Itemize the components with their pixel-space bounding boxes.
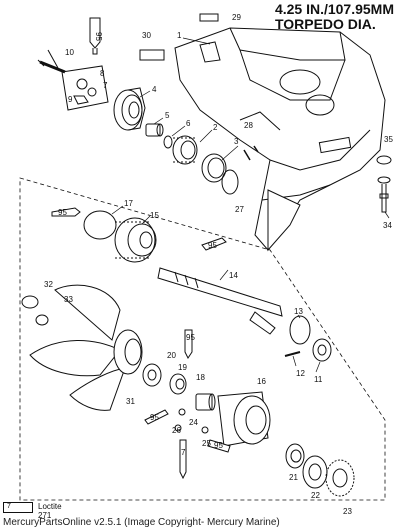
- skeg: [267, 189, 301, 252]
- callout-18: 18: [196, 373, 205, 382]
- callout-1: 1: [177, 31, 182, 40]
- propeller: [29, 284, 143, 411]
- part-3-bearing-race: [201, 153, 227, 183]
- tube-label-1: 95: [94, 32, 103, 41]
- part-21-seal: [285, 443, 305, 469]
- part-16-carrier: [217, 391, 271, 447]
- callout-20: 20: [167, 351, 176, 360]
- callout-24: 24: [189, 418, 198, 427]
- part-10-screw: [37, 49, 66, 74]
- part-23-tab-washer: [325, 459, 355, 497]
- part-13-o-ring: [289, 315, 311, 345]
- part-32-ring: [21, 295, 39, 309]
- callout-5: 5: [165, 111, 170, 120]
- part-27-o-ring: [221, 169, 239, 195]
- callout-31: 31: [126, 397, 135, 406]
- callout-2: 2: [213, 123, 218, 132]
- callout-numbers: 1 2 3 4 5 6 7 8 9 10 11 12 13 14 15 16 1…: [44, 13, 393, 516]
- part-26-ball: [174, 424, 182, 432]
- sealant-legend: 7 Loctite 271: [3, 502, 73, 520]
- part-15-gear: [114, 217, 157, 263]
- callout-13: 13: [294, 307, 303, 316]
- callout-32: 32: [44, 280, 53, 289]
- part-30-decal: [139, 49, 165, 61]
- tube-label-5: 95: [150, 413, 159, 422]
- callout-19: 19: [178, 363, 187, 372]
- tube-labels: 95 95 95 95 95 95 7: [58, 32, 223, 457]
- tube-label-7: 7: [181, 448, 186, 457]
- part-34-35-bolt: [376, 155, 392, 213]
- part-28-pin: [243, 145, 259, 161]
- callout-35: 35: [384, 135, 393, 144]
- callout-7: 7: [103, 81, 108, 90]
- callout-28: 28: [244, 121, 253, 130]
- callout-3: 3: [234, 137, 239, 146]
- legend-box-number: 7: [7, 503, 11, 510]
- part-29-plate: [199, 13, 219, 22]
- callout-4: 4: [152, 85, 157, 94]
- callout-9: 9: [68, 95, 73, 104]
- part-11-nut: [312, 338, 332, 362]
- part-14-shaft: [157, 267, 283, 335]
- callout-33: 33: [64, 295, 73, 304]
- callout-22: 22: [311, 491, 320, 500]
- part-4-carrier: [113, 87, 146, 131]
- callout-10: 10: [65, 48, 74, 57]
- part-19-20-bearing: [169, 373, 187, 395]
- callout-15: 15: [150, 211, 159, 220]
- legend-text: Loctite 271: [38, 502, 62, 520]
- title-line-2: TORPEDO DIA.: [274, 16, 376, 32]
- group-outline-dashed: [19, 177, 386, 501]
- callout-6: 6: [186, 119, 191, 128]
- callout-25: 25: [202, 439, 211, 448]
- callout-16: 16: [257, 377, 266, 386]
- part-5-bearing: [145, 123, 164, 137]
- callout-34: 34: [383, 221, 392, 230]
- tube-mid-95: [201, 237, 227, 251]
- tube-label-3: 95: [208, 241, 217, 250]
- leader-lines: [111, 37, 390, 373]
- tube-label-4: 95: [186, 333, 195, 342]
- tube-label-2: 95: [58, 208, 67, 217]
- callout-12: 12: [296, 369, 305, 378]
- tube-bottom-95: [207, 439, 231, 453]
- tube-top-left: [89, 17, 101, 55]
- copyright-footer: MercuryPartsOnline v2.5.1 (Image Copyrig…: [3, 517, 280, 528]
- callout-27: 27: [235, 205, 244, 214]
- part-6-ring: [163, 135, 173, 149]
- part-17-o-ring: [83, 210, 117, 240]
- parts-box-7-8-9: [61, 65, 109, 111]
- part-24-ball: [178, 408, 186, 416]
- legend-tube-box: 7: [3, 502, 33, 513]
- tube-label-6: 95: [214, 441, 223, 450]
- part-12-pin: [284, 351, 301, 357]
- tube-bottom-7: [179, 439, 187, 480]
- title-line-1: 4.25 IN./107.95MM: [274, 1, 394, 17]
- callout-17: 17: [124, 199, 133, 208]
- tube-left-95: [51, 207, 81, 217]
- callout-21: 21: [289, 473, 298, 482]
- tube-lower-95: [144, 409, 169, 425]
- callout-26: 26: [172, 426, 181, 435]
- callout-29: 29: [232, 13, 241, 22]
- part-25-ball: [201, 426, 209, 434]
- part-2-pinion-gear: [172, 135, 198, 165]
- part-18-bearing: [195, 393, 216, 411]
- part-22-washer: [302, 455, 328, 489]
- diagram-title: 4.25 IN./107.95MM TORPEDO DIA.: [275, 2, 394, 32]
- callout-11: 11: [314, 375, 323, 384]
- callout-8: 8: [100, 69, 105, 78]
- part-33-washer: [35, 314, 49, 326]
- callout-14: 14: [229, 271, 238, 280]
- callout-23: 23: [343, 507, 352, 516]
- callout-30: 30: [142, 31, 151, 40]
- part-31-washer: [142, 363, 162, 387]
- tube-upper-95: [184, 329, 193, 359]
